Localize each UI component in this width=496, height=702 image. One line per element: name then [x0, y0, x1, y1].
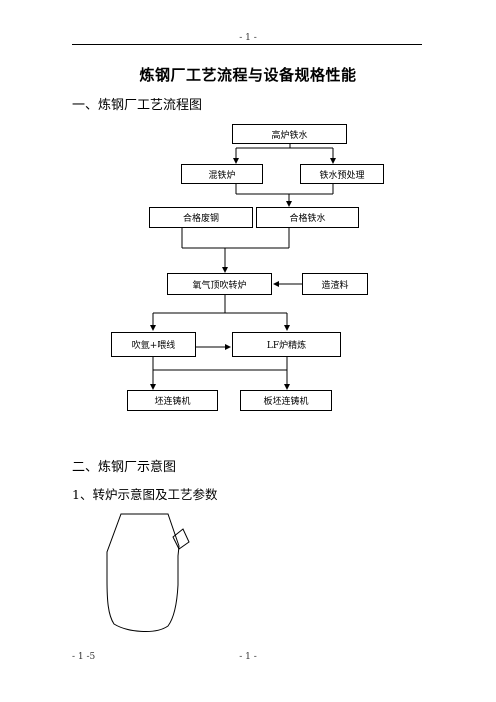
footer-left-label: - 1 -5	[72, 652, 96, 662]
converter-vessel-outline	[106, 513, 180, 632]
flow-box-billet-caster: 坯连铸机	[127, 390, 218, 411]
footer-page-number: - 1 -	[239, 652, 257, 662]
converter-tap-hole	[172, 528, 190, 550]
flow-box-bof-converter: 氧气顶吹转炉	[167, 273, 272, 295]
header-rule	[72, 44, 422, 45]
flow-box-blast-furnace-iron: 高炉铁水	[232, 124, 347, 144]
flow-box-qualified-scrap: 合格废钢	[149, 207, 253, 228]
section-heading-process-flow: 一、炼钢厂工艺流程图	[72, 98, 203, 113]
section-heading-converter-diagram: 1、转炉示意图及工艺参数	[72, 487, 218, 502]
flow-box-iron-pretreatment: 铁水预处理	[300, 164, 384, 184]
flow-box-slab-caster: 板坯连铸机	[240, 390, 332, 411]
section-heading-plant-diagram: 二、炼钢厂示意图	[72, 460, 177, 475]
document-title: 炼钢厂工艺流程与设备规格性能	[139, 66, 357, 84]
flow-box-slag-material: 造渣料	[302, 273, 368, 295]
flow-box-lf-refining: LF炉精炼	[232, 332, 341, 357]
flow-box-argon-wire-feeding: 吹氩+喂线	[111, 332, 196, 357]
header-page-number: - 1 -	[239, 33, 257, 43]
flow-box-mixer: 混铁炉	[181, 164, 263, 184]
flow-box-qualified-iron: 合格铁水	[256, 207, 359, 228]
